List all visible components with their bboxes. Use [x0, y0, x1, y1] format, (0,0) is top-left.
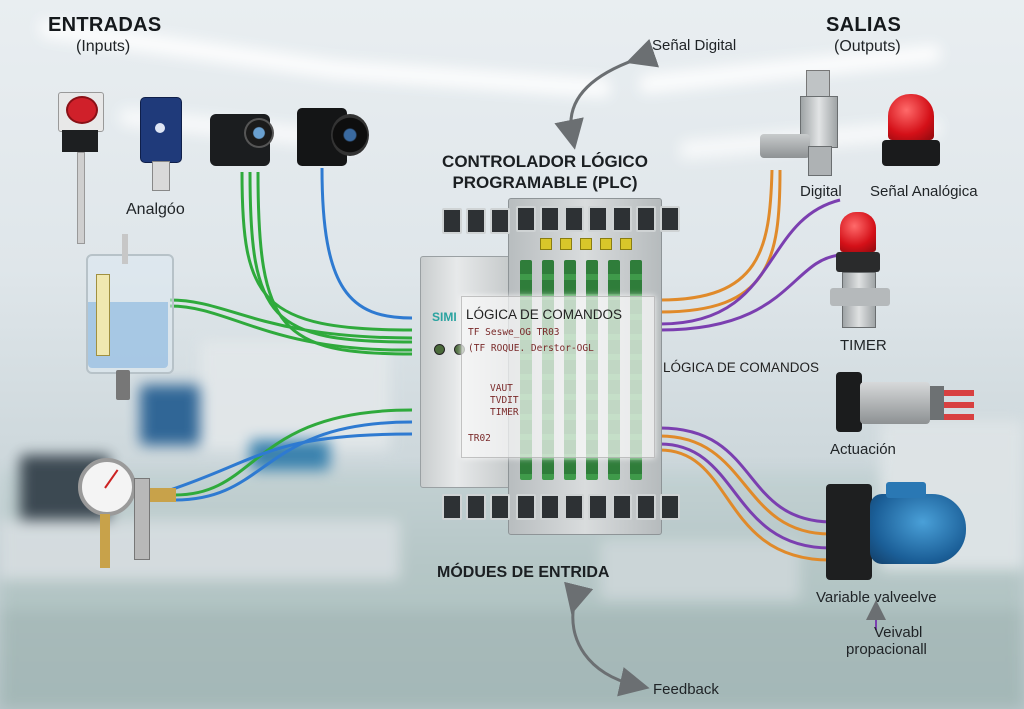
outputs-subtitle: (Outputs) — [834, 38, 901, 56]
logic-panel-title: LÓGICA DE COMANDOS — [466, 307, 622, 322]
camera-sensor — [297, 108, 369, 170]
plc-title: CONTROLADOR LÓGICO PROGRAMABLE (PLC) — [420, 151, 670, 193]
purple-wire — [660, 200, 840, 324]
plc-title-line-1: CONTROLADOR LÓGICO — [420, 151, 670, 172]
tank-level-sensor — [86, 234, 178, 402]
proportional-label-line-1: Veivabl — [874, 624, 922, 641]
terminal-block — [516, 494, 680, 520]
signal-arrow — [571, 58, 640, 135]
electric-motor-icon — [826, 478, 972, 584]
logic-commands-label: LÓGICA DE COMANDOS — [663, 360, 819, 375]
code-line: (TF ROQUE. Derstor-OGL — [468, 343, 594, 354]
plc-title-line-2: PROGRAMABLE (PLC) — [420, 172, 670, 193]
green-wire — [170, 300, 412, 338]
red-beacon-icon — [882, 94, 940, 170]
signal-digital-label: Señal Digital — [652, 37, 736, 54]
solenoid-valve-icon — [760, 70, 844, 174]
terminal-block — [516, 206, 680, 232]
inputs-title: ENTRADAS — [48, 14, 162, 37]
pressure-gauge-icon — [78, 458, 178, 570]
feedback-arrow — [573, 600, 635, 685]
blue-wire — [170, 434, 412, 490]
code-line: VAUT — [490, 383, 513, 394]
input-module-label: MÓDUES DE ENTRIDA — [437, 564, 609, 582]
variable-valve-label: Variable valveelve — [816, 589, 937, 606]
analog-signal-label: Señal Analógica — [870, 183, 978, 200]
inputs-subtitle: (Inputs) — [76, 38, 130, 56]
purple-wire — [660, 428, 830, 522]
code-line: TR02 — [468, 433, 491, 444]
timer-label: TIMER — [840, 337, 887, 354]
proportional-label-line-2: propacionall — [846, 641, 927, 658]
code-line: TIMER — [490, 407, 519, 418]
terminal-block — [442, 208, 510, 234]
logic-panel: LÓGICA DE COMANDOS TF Seswe_OG TR03 (TF … — [461, 296, 655, 458]
plc-brand-label: SIMI — [432, 310, 457, 324]
actuator-cylinder-icon — [836, 368, 976, 438]
digital-output-label: Digital — [800, 183, 842, 200]
timer-valve-icon — [830, 212, 890, 332]
green-wire — [242, 172, 412, 330]
actuation-label: Actuación — [830, 441, 896, 458]
blue-wire — [322, 168, 412, 318]
terminal-block — [442, 494, 510, 520]
code-line: TVDIT — [490, 395, 519, 406]
code-line: TF Seswe_OG TR03 — [468, 327, 560, 338]
purple-wire — [660, 255, 840, 330]
outputs-title: SALIAS — [826, 14, 901, 37]
emergency-button-sensor — [58, 92, 102, 242]
camera-sensor — [210, 110, 270, 172]
analog-sensor — [140, 97, 180, 191]
feedback-label: Feedback — [653, 681, 719, 698]
analog-label: Analgóo — [126, 201, 185, 219]
